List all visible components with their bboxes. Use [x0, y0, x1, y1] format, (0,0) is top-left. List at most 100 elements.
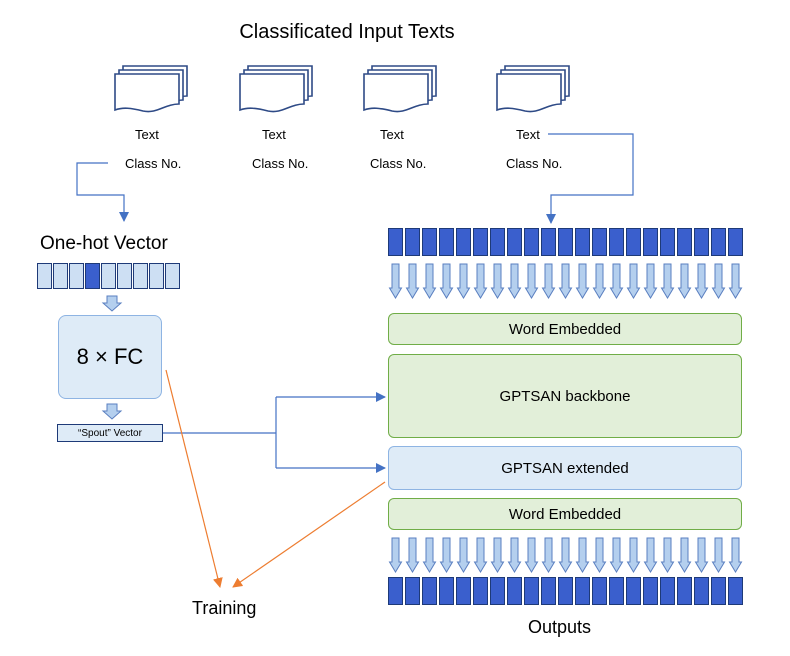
token-cell: [626, 577, 641, 605]
down-arrow: [439, 263, 454, 299]
document-class-label: Class No.: [125, 156, 182, 171]
input-token-arrows: [388, 263, 743, 299]
token-cell: [439, 577, 454, 605]
onehot-cell: [133, 263, 148, 289]
onehot-vector-label: One-hot Vector: [40, 233, 168, 254]
onehot-cell: [85, 263, 100, 289]
onehot-cell: [149, 263, 164, 289]
document-text-label: Text: [135, 127, 159, 142]
down-arrow: [592, 537, 607, 573]
token-cell: [422, 577, 437, 605]
document-icon: [363, 65, 437, 113]
down-arrow: [507, 263, 522, 299]
token-cell: [405, 228, 420, 256]
document-icon: [496, 65, 570, 113]
fc-to-training-arrow: [165, 369, 223, 588]
token-cell: [558, 577, 573, 605]
down-arrow: [728, 263, 743, 299]
token-cell: [456, 577, 471, 605]
document-text-label: Text: [262, 127, 286, 142]
down-arrow: [694, 263, 709, 299]
onehot-to-fc-arrow: [101, 295, 123, 312]
document-icons: [114, 65, 570, 113]
token-cell: [388, 577, 403, 605]
down-arrow: [558, 537, 573, 573]
token-cell: [592, 577, 607, 605]
fc-to-spout-arrow: [101, 403, 123, 420]
down-arrow: [609, 537, 624, 573]
onehot-cell: [37, 263, 52, 289]
token-cell: [541, 228, 556, 256]
token-cell: [694, 577, 709, 605]
gptsan-extended-layer: GPTSAN extended: [388, 446, 742, 490]
token-cell: [473, 228, 488, 256]
token-cell: [711, 228, 726, 256]
down-arrow: [660, 537, 675, 573]
down-arrow: [592, 263, 607, 299]
down-arrow: [728, 537, 743, 573]
down-arrow: [456, 263, 471, 299]
token-cell: [728, 577, 743, 605]
onehot-cell: [117, 263, 132, 289]
token-cell: [660, 577, 675, 605]
token-cell: [422, 228, 437, 256]
token-cell: [524, 577, 539, 605]
down-arrow: [405, 537, 420, 573]
token-cell: [541, 577, 556, 605]
down-arrow: [422, 263, 437, 299]
layer-label: Word Embedded: [508, 505, 622, 523]
down-arrow: [609, 263, 624, 299]
input-tokens: [388, 228, 745, 256]
class-to-onehot-connector: [76, 162, 129, 222]
down-arrow: [677, 263, 692, 299]
down-arrow: [694, 537, 709, 573]
down-arrow: [439, 537, 454, 573]
down-arrow: [473, 537, 488, 573]
token-cell: [558, 228, 573, 256]
token-cell: [507, 228, 522, 256]
token-cell: [524, 228, 539, 256]
down-arrow: [456, 537, 471, 573]
extended-to-training-arrow: [232, 481, 386, 588]
document-icon: [239, 65, 313, 113]
down-arrow: [626, 537, 641, 573]
document-class-label: Class No.: [506, 156, 563, 171]
down-arrow: [541, 537, 556, 573]
down-arrow: [660, 263, 675, 299]
down-arrow: [541, 263, 556, 299]
down-arrow: [524, 263, 539, 299]
onehot-cell: [69, 263, 84, 289]
token-cell: [677, 577, 692, 605]
spout-vector: “Spout” Vector: [57, 424, 163, 442]
fc-layers-label: 8 × FC: [76, 344, 144, 369]
spout-vector-label: “Spout” Vector: [78, 427, 142, 439]
document-class-label: Class No.: [252, 156, 309, 171]
token-cell: [575, 228, 590, 256]
diagram-title: Classificated Input Texts: [239, 21, 455, 43]
down-arrow: [626, 263, 641, 299]
onehot-cell: [165, 263, 180, 289]
down-arrow: [643, 537, 658, 573]
down-arrow: [711, 537, 726, 573]
outputs-label: Outputs: [528, 617, 592, 637]
onehot-vector: [37, 263, 181, 289]
document-class-label: Class No.: [370, 156, 427, 171]
training-label: Training: [192, 598, 257, 618]
layer-label: GPTSAN extended: [501, 459, 629, 477]
output-tokens: [388, 577, 745, 605]
text-to-tokens-connector: [546, 133, 634, 224]
layer-label: Word Embedded: [508, 320, 622, 338]
token-cell: [388, 228, 403, 256]
document-icon: [114, 65, 188, 113]
output-token-arrows: [388, 537, 743, 573]
down-arrow: [473, 263, 488, 299]
onehot-cell: [53, 263, 68, 289]
down-arrow: [388, 263, 403, 299]
token-cell: [507, 577, 522, 605]
fc-layers-box: 8 × FC: [58, 315, 162, 399]
token-cell: [609, 228, 624, 256]
token-cell: [609, 577, 624, 605]
down-arrow: [643, 263, 658, 299]
token-cell: [643, 577, 658, 605]
